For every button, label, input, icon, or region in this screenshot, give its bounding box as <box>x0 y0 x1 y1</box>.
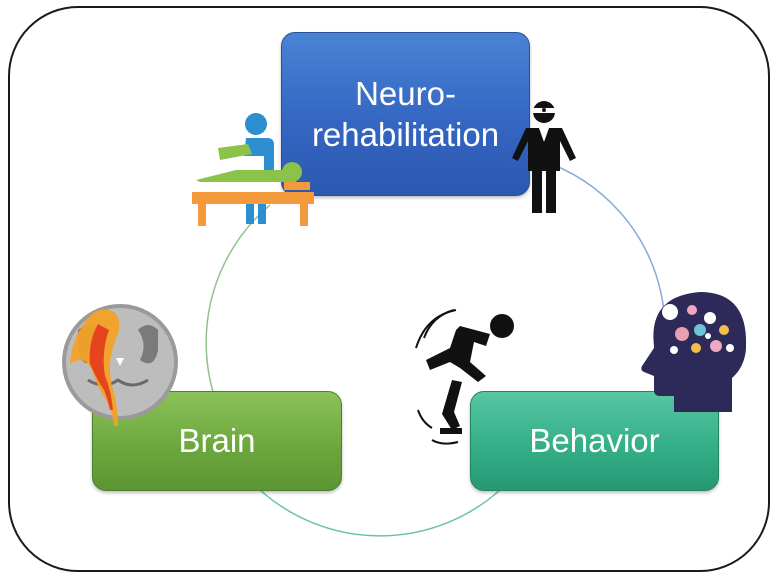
neurorehabilitation-label: Neuro- rehabilitation <box>311 74 500 153</box>
brain-mri-icon <box>62 304 178 426</box>
neurorehabilitation-box: Neuro- rehabilitation <box>281 32 530 196</box>
behavior-label: Behavior <box>529 422 660 460</box>
falling-person-icon <box>415 309 514 445</box>
doctor-icon <box>512 101 576 213</box>
head-gears-icon <box>641 292 746 412</box>
brain-label: Brain <box>178 422 256 460</box>
physiotherapy-icon <box>192 113 314 226</box>
brain-box: Brain <box>92 391 342 491</box>
